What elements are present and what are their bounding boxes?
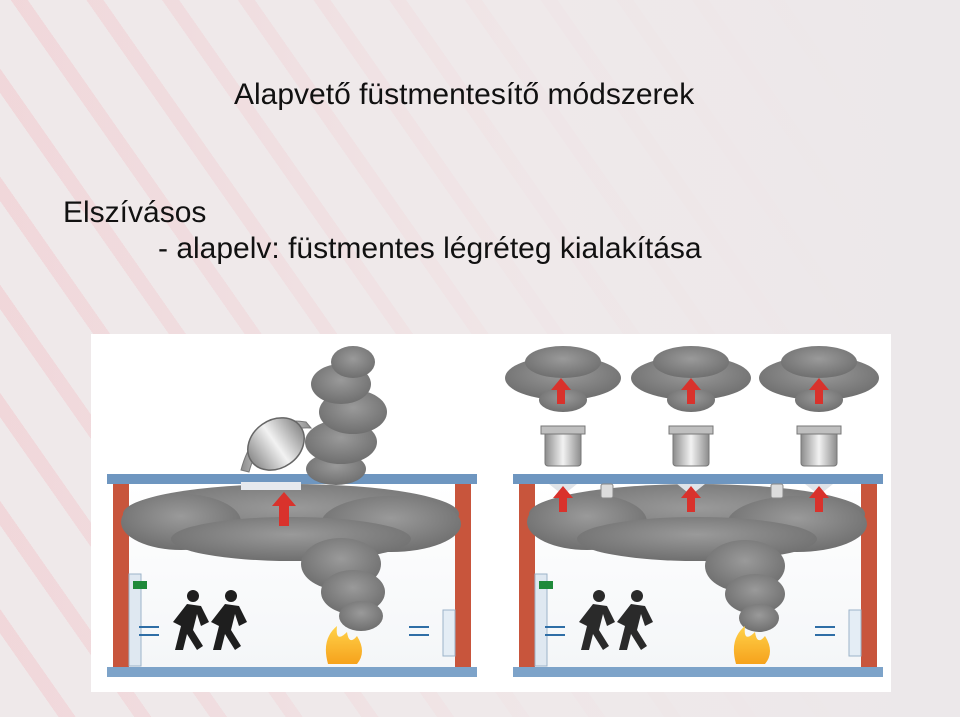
right-exit-sign — [539, 581, 553, 589]
left-smoke-layer — [121, 484, 461, 631]
left-inlet-arrows — [139, 626, 159, 636]
left-running-people — [173, 590, 247, 650]
right-outlet-arrows — [815, 626, 835, 636]
right-inlet-arrows — [545, 626, 565, 636]
exhaust-fan-1 — [505, 346, 621, 467]
exhaust-fan-3 — [759, 346, 879, 467]
right-ceiling — [513, 474, 883, 484]
right-fire — [733, 626, 770, 664]
right-exhaust-fans — [505, 346, 879, 467]
diagram-svg — [107, 346, 883, 677]
right-smoke-layer — [527, 484, 867, 632]
left-ceiling — [107, 474, 477, 484]
right-floor — [513, 667, 883, 677]
right-extraction-points — [549, 483, 833, 512]
principle-text: - alapelv: füstmentes légréteg kialakítá… — [158, 232, 702, 265]
left-exit-sign — [133, 581, 147, 589]
right-scene — [505, 346, 883, 677]
left-smoke-plume — [305, 346, 387, 485]
right-exit-door — [534, 573, 548, 667]
left-fire — [325, 626, 362, 664]
smoke-extraction-diagram — [91, 334, 891, 692]
slide-title: Alapvető füstmentesítő módszerek — [234, 78, 695, 111]
left-roof-vent — [240, 417, 313, 490]
left-outlet-arrows — [409, 626, 429, 636]
left-exit-door — [128, 573, 142, 667]
left-floor — [107, 667, 477, 677]
exhaust-fan-2 — [631, 346, 751, 467]
section-heading: Elszívásos — [63, 196, 207, 229]
right-window — [848, 609, 862, 657]
right-running-people — [579, 590, 653, 650]
left-window — [442, 609, 456, 657]
left-up-arrow — [272, 492, 296, 526]
left-scene — [107, 346, 477, 677]
